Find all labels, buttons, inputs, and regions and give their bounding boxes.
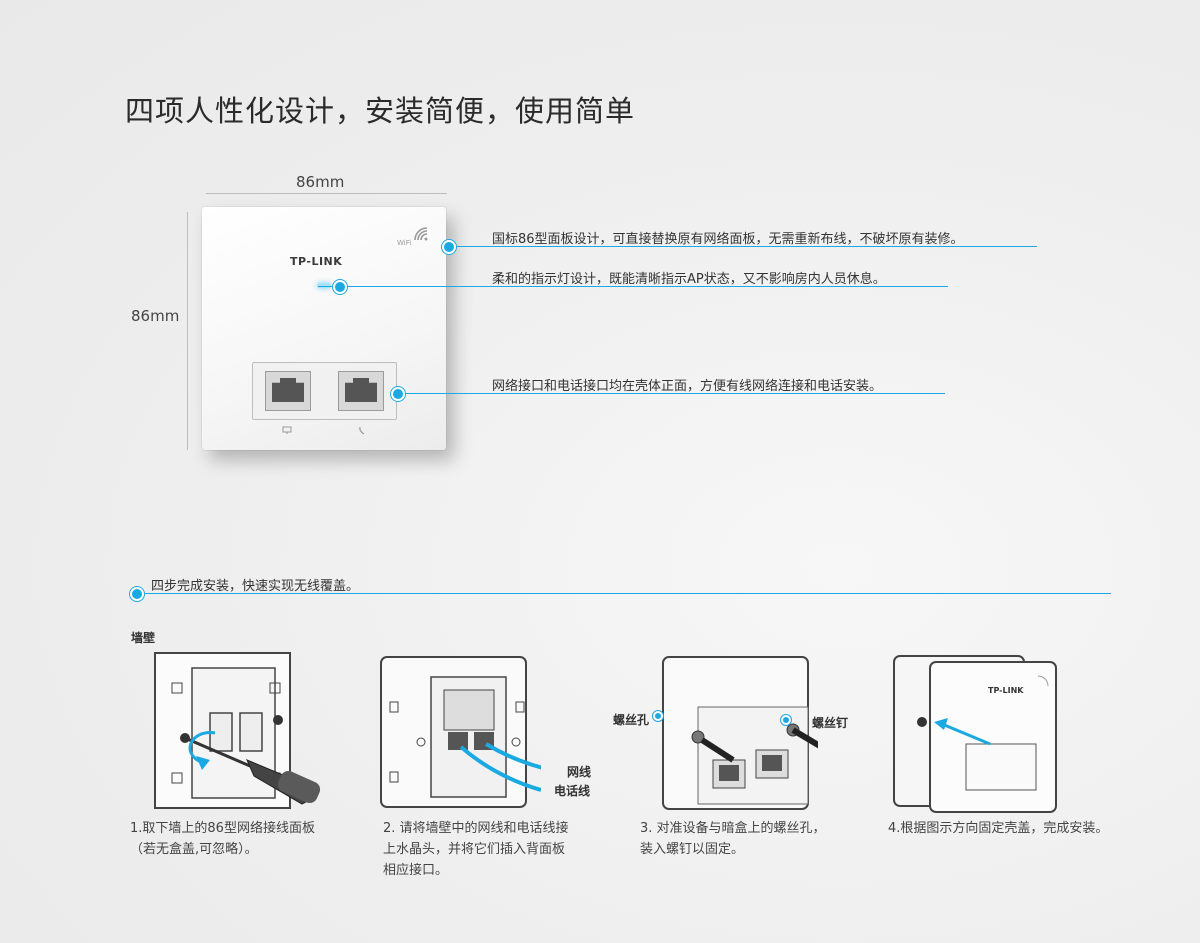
computer-icon (282, 426, 292, 434)
device-brand-logo: TP-LINK (988, 686, 1024, 695)
install-heading-line (135, 593, 1111, 594)
feature-dot-2 (333, 280, 347, 294)
wifi-icon (414, 227, 428, 241)
wifi-label: WiFi (397, 239, 412, 247)
step-2-caption: 2. 请将墙壁中的网线和电话线接 上水晶头，并将它们插入背面板 相应接口。 (383, 818, 569, 881)
page-title: 四项人性化设计，安装简便，使用简单 (125, 94, 636, 128)
step3-illustration (662, 656, 818, 810)
width-dimension-label: 86mm (296, 173, 345, 191)
feature-line-2 (318, 286, 948, 287)
phone-cable-label: 电话线 (554, 784, 591, 798)
step-2-line-2: 上水晶头，并将它们插入背面板 (383, 842, 566, 857)
step-1-line-2: （若无盒盖,可忽略）。 (130, 842, 258, 857)
feature-text-1: 国标86型面板设计，可直接替换原有网络面板，无需重新布线，不破坏原有装修。 (492, 232, 964, 247)
indicator-led (317, 283, 331, 288)
network-cable-label: 网线 (567, 765, 592, 779)
height-dimension-label: 86mm (131, 307, 180, 325)
step-2-line-1: 2. 请将墙壁中的网线和电话线接 (383, 821, 569, 836)
wall-panel-product: WiFi TP-LINK (202, 207, 446, 450)
install-heading-dot (130, 587, 144, 601)
network-port (265, 371, 311, 411)
port-frame (252, 362, 397, 420)
step1-illustration (154, 652, 321, 809)
feature-text-2: 柔和的指示灯设计，既能清晰指示AP状态，又不影响房内人员休息。 (492, 272, 886, 287)
feature-text-3: 网络接口和电话接口均在壳体正面，方便有线网络连接和电话安装。 (492, 379, 883, 394)
install-heading: 四步完成安装，快速实现无线覆盖。 (151, 579, 360, 594)
wall-label: 墙壁 (131, 631, 156, 645)
step-3-caption: 3. 对准设备与暗盒上的螺丝孔， 装入螺钉以固定。 (640, 818, 826, 860)
step-2-line-3: 相应接口。 (383, 863, 449, 878)
height-dimension-line (187, 212, 188, 450)
feature-line-3 (396, 393, 945, 394)
step-1-line-1: 1.取下墙上的86型网络接线面板 (130, 821, 315, 836)
screw-hole-dot (653, 711, 663, 721)
feature-dot-3 (391, 387, 405, 401)
screw-hole-label: 螺丝孔 (613, 713, 650, 727)
feature-line-1 (447, 246, 1037, 247)
phone-port (338, 371, 384, 411)
step-4-line-1: 4.根据图示方向固定壳盖，完成安装。 (888, 821, 1109, 836)
screw-label: 螺丝钉 (812, 716, 849, 730)
step2-illustration (380, 656, 541, 808)
step-3-line-1: 3. 对准设备与暗盒上的螺丝孔， (640, 821, 826, 836)
step-1-caption: 1.取下墙上的86型网络接线面板 （若无盒盖,可忽略）。 (130, 818, 315, 860)
step4-illustration (893, 655, 1057, 813)
brand-logo: TP-LINK (290, 255, 343, 268)
feature-dot-1 (442, 240, 456, 254)
step-4-caption: 4.根据图示方向固定壳盖，完成安装。 (888, 818, 1108, 839)
phone-icon (359, 426, 365, 435)
width-dimension-line (206, 193, 447, 194)
step-3-line-2: 装入螺钉以固定。 (640, 842, 745, 857)
screw-dot (781, 715, 791, 725)
